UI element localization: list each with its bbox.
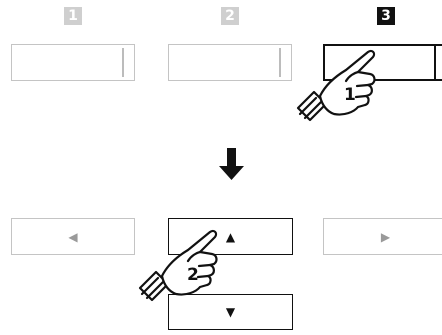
hand-step-label: 2	[187, 265, 199, 285]
triangle-left-icon: ◀	[68, 229, 78, 244]
triangle-up-icon: ▲	[225, 229, 236, 244]
badge-2: 2	[221, 7, 239, 25]
memory-button-1[interactable]	[11, 44, 135, 81]
triangle-right-icon: ▶	[380, 229, 391, 244]
left-button[interactable]: ◀	[11, 218, 135, 255]
indicator-bar	[122, 48, 124, 77]
memory-button-2[interactable]	[168, 44, 292, 81]
badge-3: 3	[377, 7, 395, 25]
badge-1: 1	[64, 7, 82, 25]
hand-step-label: 1	[344, 85, 356, 105]
triangle-down-icon: ▼	[225, 305, 236, 319]
indicator-bar	[279, 48, 281, 77]
down-button[interactable]: ▼	[168, 294, 293, 330]
indicator-bar	[434, 46, 436, 79]
right-button[interactable]: ▶	[323, 218, 442, 255]
